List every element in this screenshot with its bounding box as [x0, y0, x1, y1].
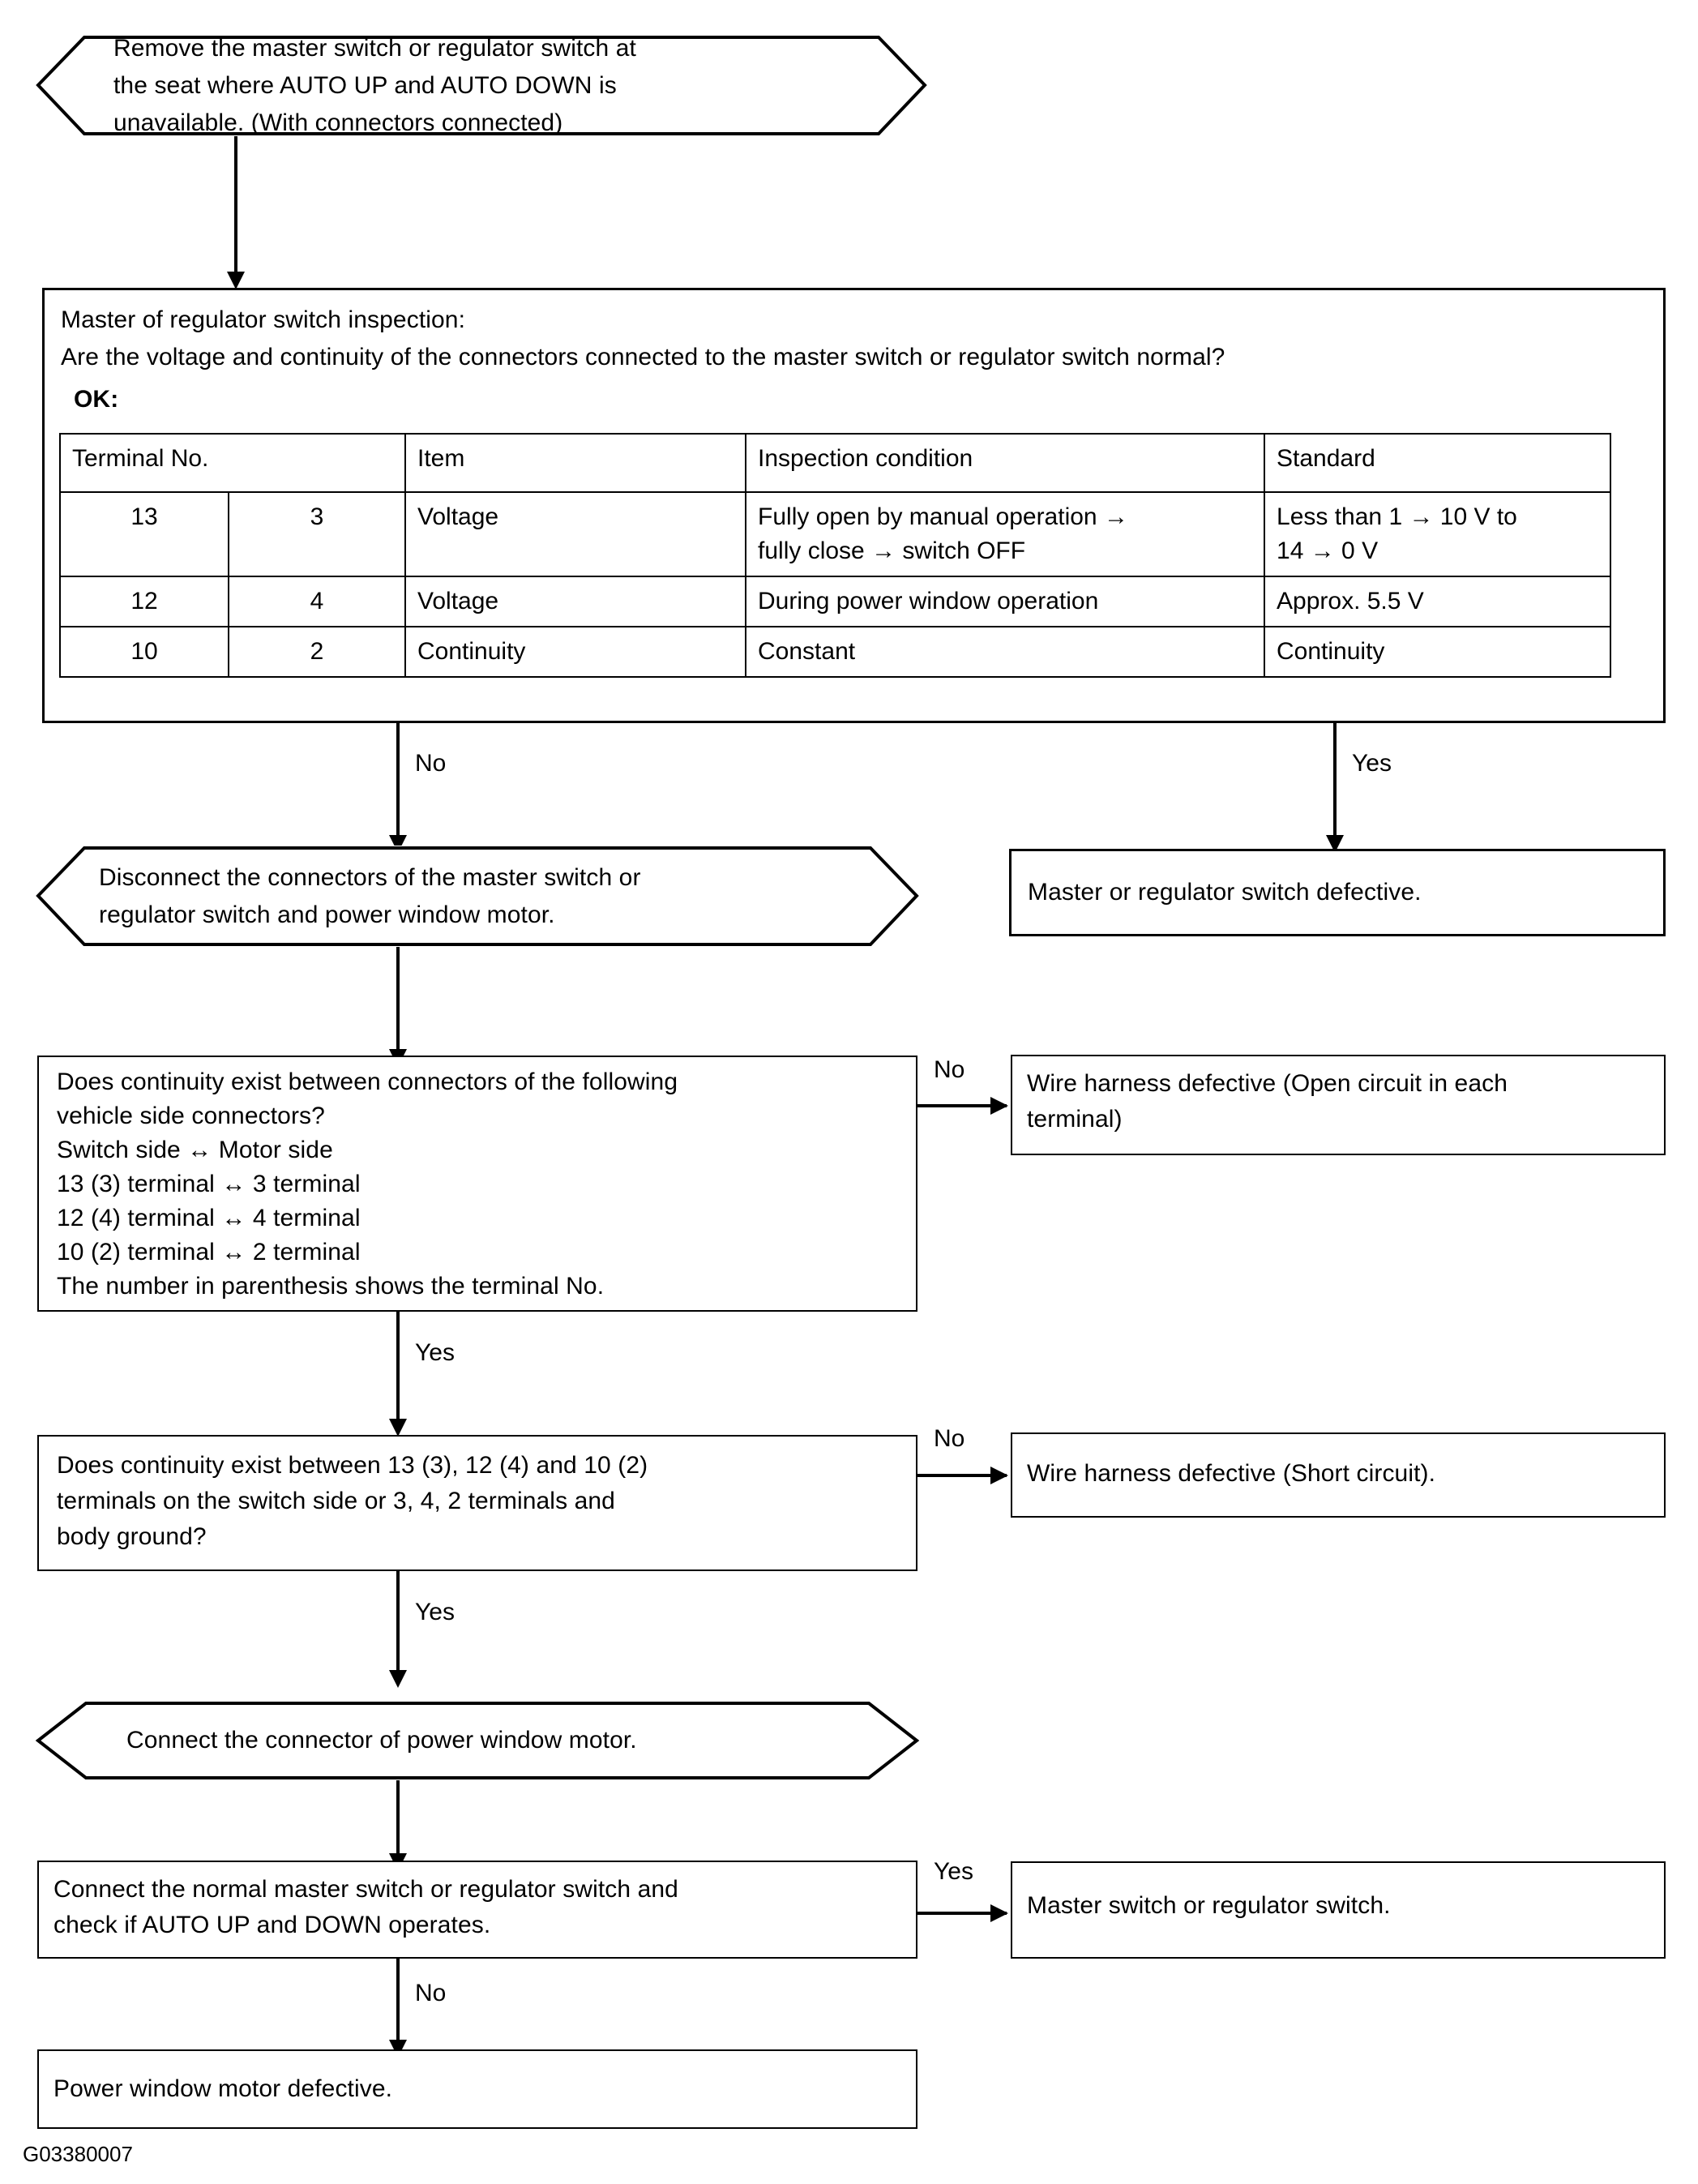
- table-header-standard: Standard: [1264, 433, 1612, 493]
- cell-terminal-b: 2: [227, 626, 407, 678]
- cell-condition: Constant: [745, 626, 1266, 678]
- node-continuity-body-ground: Does continuity exist between 13 (3), 12…: [37, 1435, 917, 1571]
- node-power-window-motor-defective: Power window motor defective.: [37, 2049, 917, 2129]
- table-header-terminal-no: Terminal No.: [58, 433, 407, 493]
- branch-label-connectors-yes: Yes: [415, 1339, 455, 1366]
- arrowhead-connectors-yes: [389, 1419, 407, 1437]
- arrowhead-inspection-yes: [1326, 835, 1344, 853]
- cell-condition: Fully open by manual operation → fully c…: [745, 491, 1266, 577]
- cell-item: Voltage: [404, 576, 747, 627]
- connector-disconnect-to-continuity: [396, 947, 400, 1064]
- branch-label-final-no: No: [415, 1980, 447, 2006]
- inspection-line-1: Master of regulator switch inspection:: [61, 306, 466, 333]
- cell-standard: Continuity: [1264, 626, 1612, 678]
- branch-label-connectors-no: No: [934, 1056, 965, 1083]
- connector-inspection-no: [396, 723, 400, 849]
- arrowhead-final-yes: [990, 1904, 1008, 1922]
- node-continuity-ground-text: Does continuity exist between 13 (3), 12…: [57, 1452, 648, 1550]
- node-connect-motor-text: Connect the connector of power window mo…: [126, 1727, 637, 1754]
- cell-terminal-b: 4: [227, 576, 407, 627]
- node-master-regulator-switch-defective: Master or regulator switch defective.: [1009, 849, 1666, 936]
- connector-inspection-yes: [1333, 723, 1337, 849]
- connector-connectors-yes: [396, 1312, 400, 1433]
- table-header-inspection-condition: Inspection condition: [745, 433, 1266, 493]
- node-wire-harness-short-circuit: Wire harness defective (Short circuit).: [1011, 1432, 1666, 1518]
- node-connect-normal-switch-text: Connect the normal master switch or regu…: [53, 1876, 678, 1938]
- node-master-or-regulator-text: Master switch or regulator switch.: [1027, 1892, 1391, 1919]
- cell-standard: Less than 1 → 10 V to 14 → 0 V: [1264, 491, 1612, 577]
- hexagon-shape: [36, 36, 927, 135]
- inspection-line-2: Are the voltage and continuity of the co…: [61, 344, 1225, 370]
- cell-standard: Approx. 5.5 V: [1264, 576, 1612, 627]
- hexagon-shape: [36, 846, 919, 946]
- table-row: 12 4 Voltage During power window operati…: [59, 576, 1612, 627]
- connector-ground-yes: [396, 1571, 400, 1685]
- hexagon-shape: [36, 1702, 919, 1779]
- connector-motor-to-final: [396, 1780, 400, 1868]
- node-disconnect-text: Disconnect the connectors of the master …: [99, 863, 641, 928]
- node-switch-defective-text: Master or regulator switch defective.: [1028, 879, 1422, 906]
- arrowhead-start-to-inspection: [227, 272, 245, 289]
- node-open-circuit-text: Wire harness defective (Open circuit in …: [1027, 1070, 1508, 1133]
- cell-condition: During power window operation: [745, 576, 1266, 627]
- node-disconnect-connectors: Disconnect the connectors of the master …: [36, 846, 919, 947]
- branch-label-ground-no: No: [934, 1425, 965, 1452]
- node-start-text: Remove the master switch or regulator sw…: [113, 34, 636, 136]
- table-row: 10 2 Continuity Constant Continuity: [59, 626, 1612, 678]
- node-start-remove-switch: Remove the master switch or regulator sw…: [36, 35, 927, 136]
- table-row: 13 3 Voltage Fully open by manual operat…: [59, 491, 1612, 577]
- node-master-or-regulator-switch: Master switch or regulator switch.: [1011, 1861, 1666, 1959]
- node-continuity-connectors-text: Does continuity exist between connectors…: [57, 1068, 678, 1300]
- node-continuity-between-connectors: Does continuity exist between connectors…: [37, 1056, 917, 1312]
- cell-item: Continuity: [404, 626, 747, 678]
- cell-item: Voltage: [404, 491, 747, 577]
- branch-label-ground-yes: Yes: [415, 1599, 455, 1625]
- node-connect-normal-switch: Connect the normal master switch or regu…: [37, 1861, 917, 1959]
- node-short-circuit-text: Wire harness defective (Short circuit).: [1027, 1460, 1436, 1487]
- connector-final-no: [396, 1959, 400, 2054]
- table-header-row: Terminal No. Item Inspection condition S…: [58, 433, 1612, 493]
- connector-final-yes: [917, 1912, 1007, 1915]
- node-wire-harness-open-circuit: Wire harness defective (Open circuit in …: [1011, 1055, 1666, 1155]
- connector-ground-no: [917, 1474, 1007, 1477]
- branch-label-inspection-yes: Yes: [1352, 750, 1392, 777]
- inspection-ok-label: OK:: [74, 386, 119, 413]
- table-header-item: Item: [404, 433, 747, 493]
- node-motor-defective-text: Power window motor defective.: [53, 2075, 393, 2102]
- branch-label-inspection-no: No: [415, 750, 447, 777]
- cell-terminal-a: 10: [59, 626, 229, 678]
- inspection-standards-table: Terminal No. Item Inspection condition S…: [58, 433, 1612, 678]
- arrowhead-connectors-no: [990, 1097, 1008, 1115]
- arrowhead-ground-no: [990, 1467, 1008, 1484]
- node-connect-power-window-motor: Connect the connector of power window mo…: [36, 1701, 919, 1780]
- node-inspection-box: Master of regulator switch inspection: A…: [42, 288, 1666, 723]
- cell-terminal-b: 3: [227, 491, 407, 577]
- connector-start-to-inspection: [234, 136, 237, 285]
- connector-connectors-no: [917, 1104, 1007, 1107]
- figure-id-code: G03380007: [23, 2142, 133, 2166]
- arrowhead-ground-yes: [389, 1670, 407, 1688]
- cell-terminal-a: 12: [59, 576, 229, 627]
- cell-terminal-a: 13: [59, 491, 229, 577]
- branch-label-final-yes: Yes: [934, 1858, 973, 1885]
